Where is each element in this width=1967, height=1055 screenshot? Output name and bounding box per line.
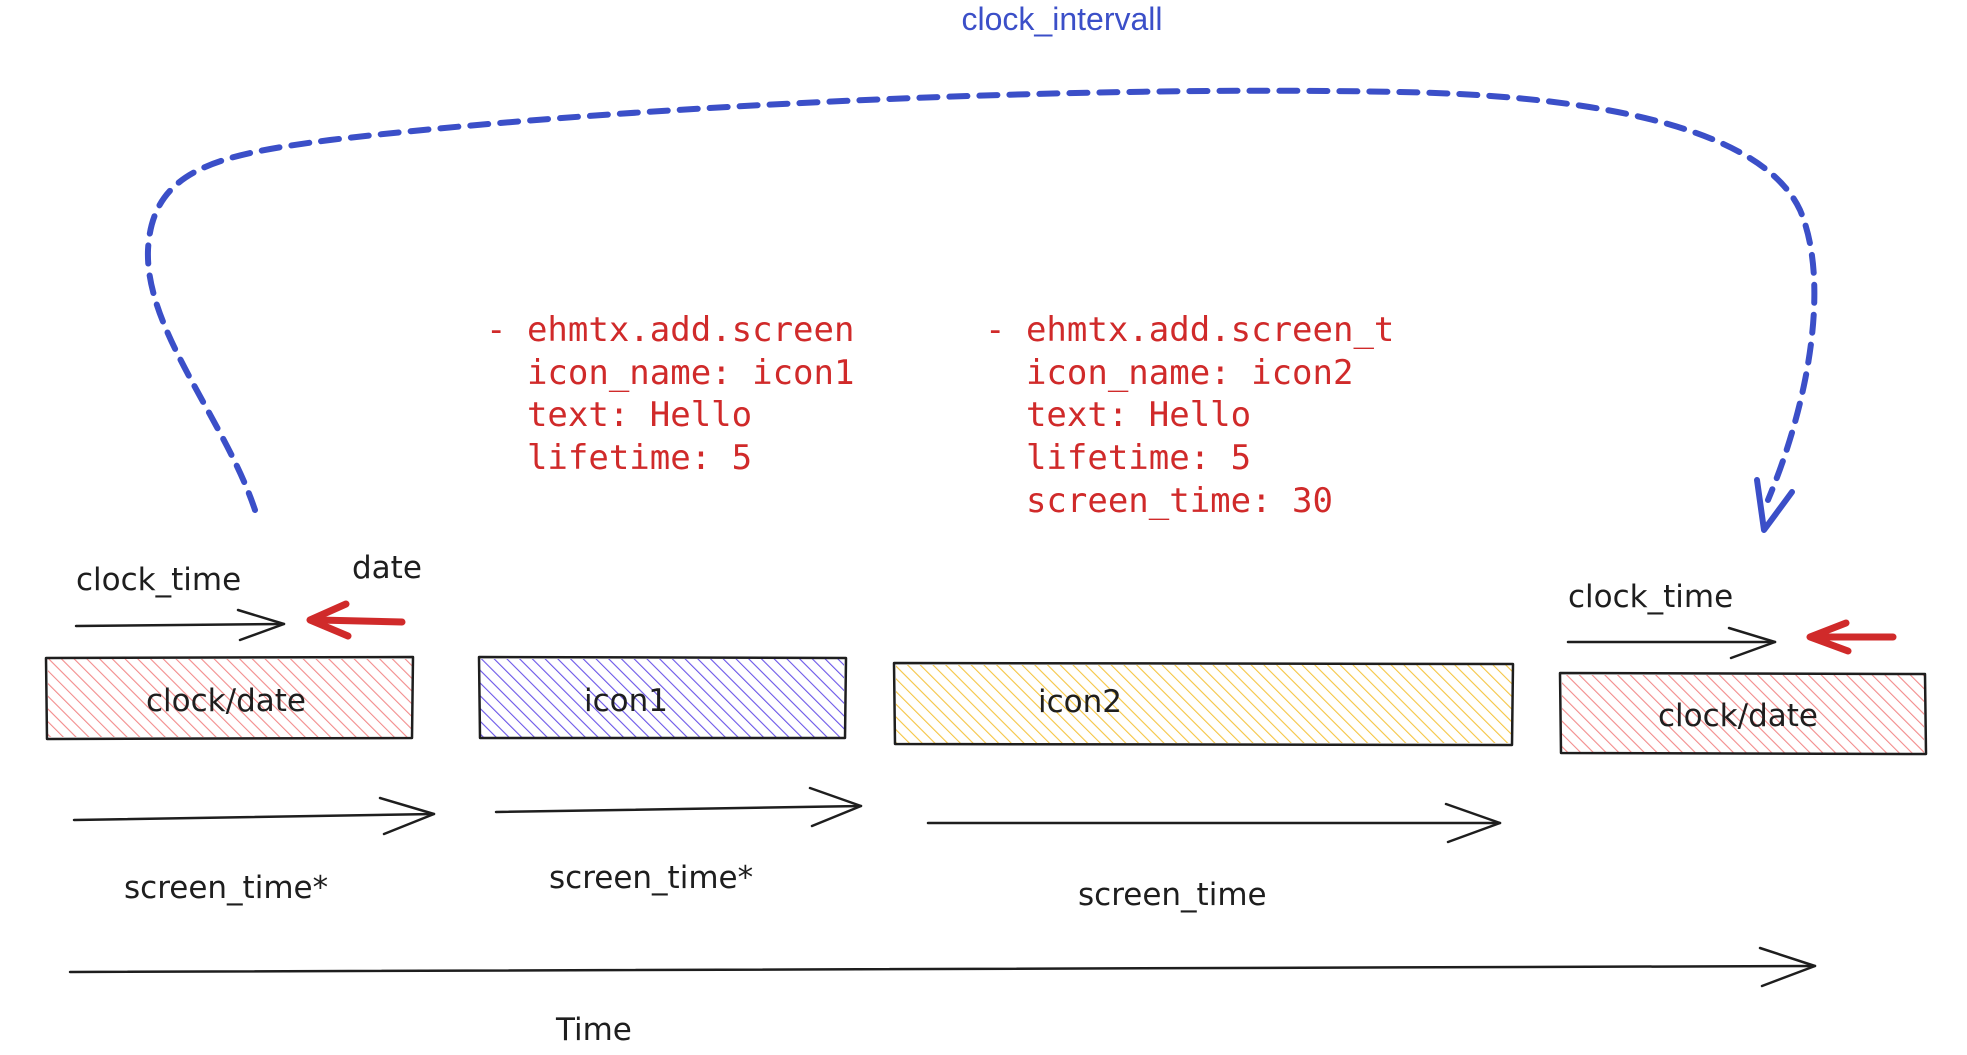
clock-duration-arrow bbox=[72, 796, 436, 836]
left-clock-date-box: clock/date bbox=[44, 655, 415, 741]
clock-intervall-loop-arrow bbox=[144, 87, 1818, 513]
date-label: date bbox=[352, 550, 422, 586]
code-line: - ehmtx.add.screen bbox=[486, 310, 854, 350]
date-arrow bbox=[306, 600, 406, 640]
icon1-duration-arrow bbox=[494, 786, 863, 828]
time-axis-label: Time bbox=[555, 1012, 632, 1048]
code-line: lifetime: 5 bbox=[486, 438, 752, 478]
right-date-arrow bbox=[1806, 619, 1897, 655]
code-line: - ehmtx.add.screen_t bbox=[985, 310, 1394, 350]
icon2-box: icon2 bbox=[892, 661, 1515, 747]
time-axis-arrow bbox=[68, 946, 1817, 988]
clock-duration-label: screen_time* bbox=[124, 870, 328, 906]
code-line: text: Hello bbox=[985, 395, 1251, 435]
code-line: icon_name: icon1 bbox=[486, 353, 854, 393]
icon1-box: icon1 bbox=[477, 655, 848, 740]
right-clock-time-arrow bbox=[1566, 626, 1777, 660]
left-clock-time-label: clock_time bbox=[76, 562, 241, 598]
code-line: screen_time: 30 bbox=[985, 481, 1333, 521]
code-block-icon1: - ehmtx.add.screen icon_name: icon1 text… bbox=[0, 0, 957, 478]
right-clock-time-label: clock_time bbox=[1568, 579, 1733, 615]
clock-intervall-arrowhead bbox=[1754, 477, 1795, 533]
icon2-duration-label: screen_time bbox=[1078, 877, 1267, 913]
icon1-box-label: icon1 bbox=[584, 683, 668, 719]
right-clock-date-box: clock/date bbox=[1558, 671, 1928, 756]
code-line: icon_name: icon2 bbox=[985, 353, 1353, 393]
left-clock-time-arrow bbox=[74, 608, 286, 642]
icon2-box-label: icon2 bbox=[1038, 684, 1122, 720]
code-line: lifetime: 5 bbox=[985, 438, 1251, 478]
code-block-icon2: - ehmtx.add.screen_t icon_name: icon2 te… bbox=[0, 0, 1497, 521]
icon2-duration-arrow bbox=[926, 802, 1502, 844]
icon1-duration-label: screen_time* bbox=[549, 860, 753, 896]
clock-intervall-label: clock_intervall bbox=[962, 1, 1163, 37]
code-line: text: Hello bbox=[486, 395, 752, 435]
right-clock-date-box-label: clock/date bbox=[1658, 698, 1818, 734]
left-clock-date-box-label: clock/date bbox=[146, 683, 306, 719]
